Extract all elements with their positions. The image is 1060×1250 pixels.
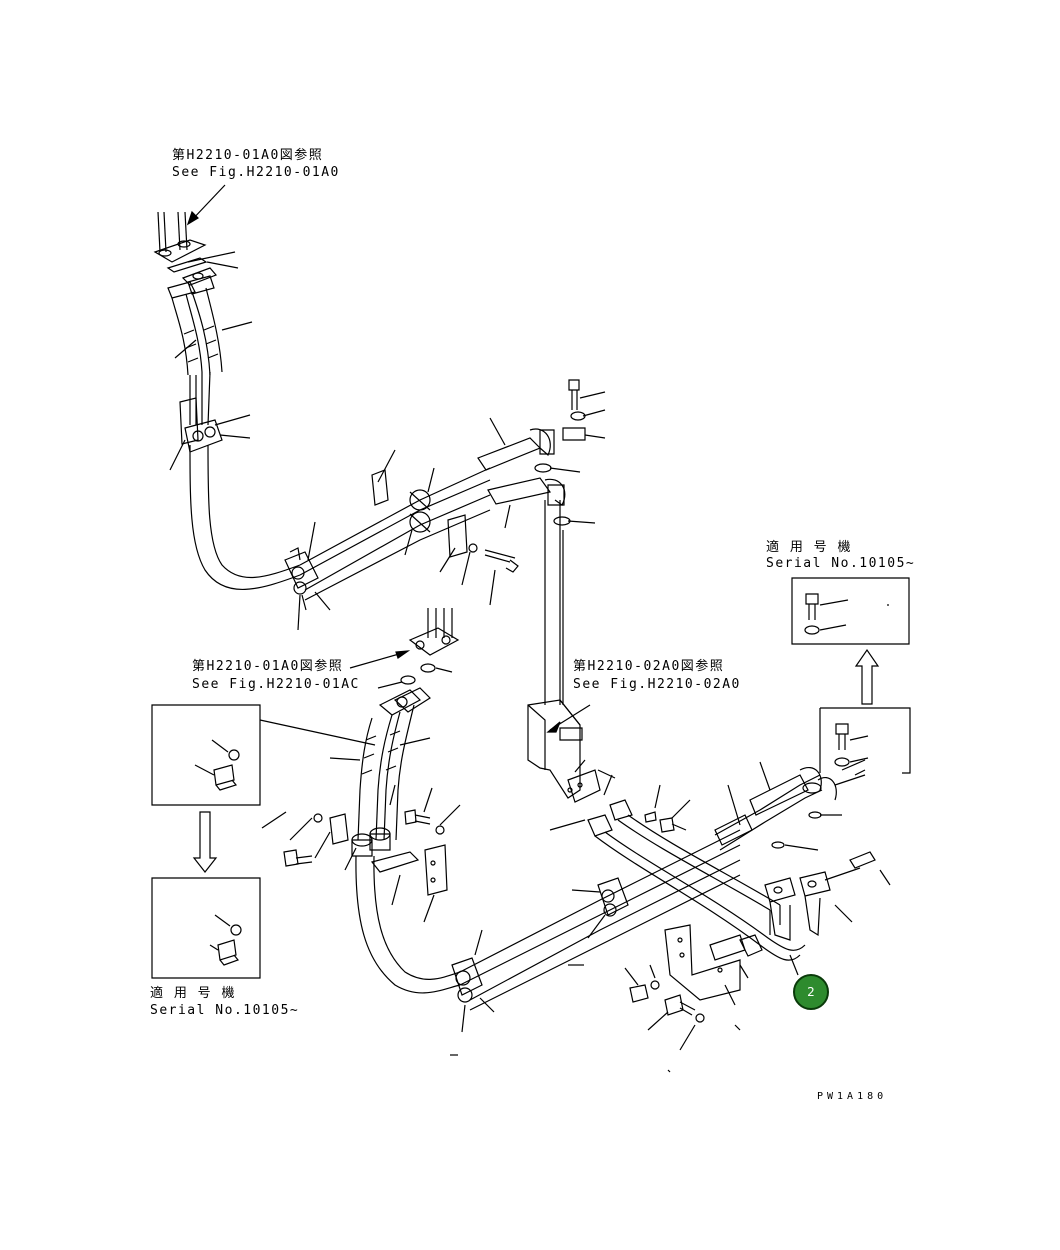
drawing-code: PW1A180 (817, 1091, 888, 1102)
ref-middle-left-en: See Fig.H2210-01AC (192, 677, 360, 692)
manifold-and-return-pipes (528, 700, 890, 1072)
callout-badge[interactable]: 2 (793, 974, 829, 1010)
ref-center-jp: 第H2210-02A0図参照 (573, 659, 725, 674)
upper-hose-assembly (155, 185, 605, 705)
inset-boxes (152, 578, 910, 978)
ref-top-left-en: See Fig.H2210-01A0 (172, 165, 340, 180)
ref-center-en: See Fig.H2210-02A0 (573, 677, 741, 692)
serial-note-right-en: Serial No.10105~ (766, 556, 916, 571)
ref-top-left-jp: 第H2210-01A0図参照 (172, 148, 324, 163)
ref-middle-left-jp: 第H2210-01A0図参照 (192, 659, 344, 674)
serial-note-right-jp: 適 用 号 機 (766, 540, 852, 555)
serial-note-left-en: Serial No.10105~ (150, 1003, 300, 1018)
lower-hose-assembly (260, 608, 740, 1055)
serial-note-left-jp: 適 用 号 機 (150, 986, 236, 1001)
